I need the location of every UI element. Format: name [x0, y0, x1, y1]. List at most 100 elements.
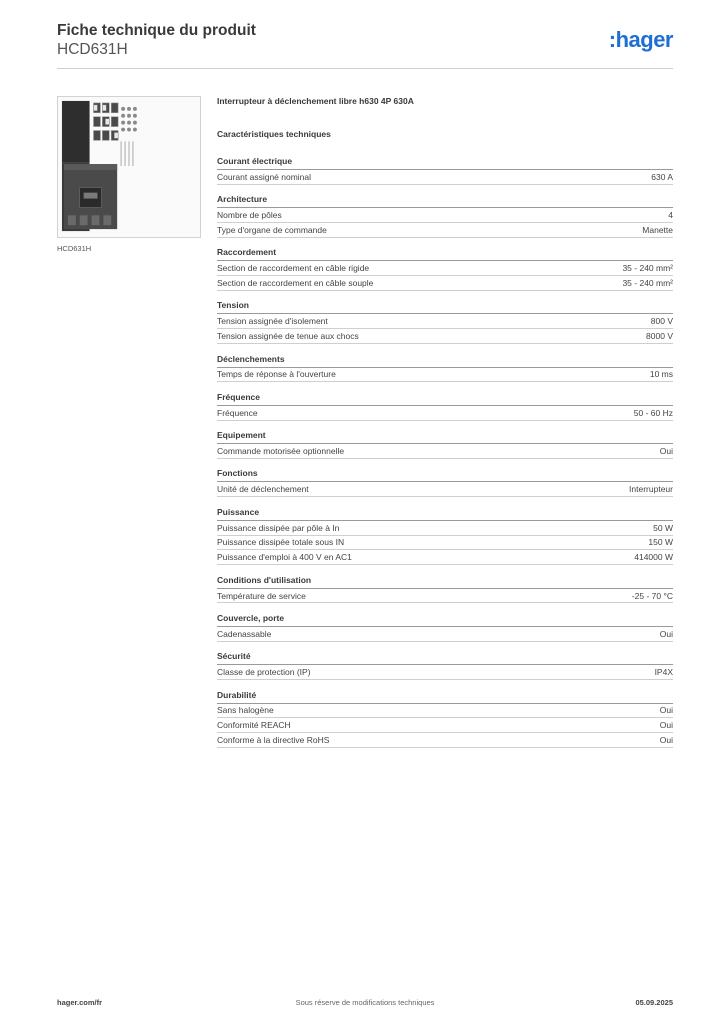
section-title: Conditions d'utilisation [217, 575, 673, 589]
spec-row: Commande motorisée optionnelle Oui [217, 444, 673, 459]
spec-value: Manette [642, 224, 673, 235]
spec-value: 50 W [653, 522, 673, 533]
section-title: Couvercle, porte [217, 613, 673, 627]
spec-label: Puissance d'emploi à 400 V en AC1 [217, 552, 352, 563]
spec-label: Conformité REACH [217, 720, 291, 731]
spec-row: Section de raccordement en câble rigide 3… [217, 261, 673, 277]
spec-label: Nombre de pôles [217, 210, 282, 221]
document-title: Fiche technique du produit [57, 22, 256, 39]
section-title: Sécurité [217, 651, 673, 666]
spec-row: Courant assigné nominal 630 A [217, 170, 673, 185]
section-title: Durabilité [217, 690, 673, 704]
spec-label: Sans halogène [217, 705, 274, 716]
image-caption: HCD631H [57, 244, 92, 253]
spec-label: Tension assignée d'isolement [217, 316, 328, 327]
spec-row: Conforme à la directive RoHS Oui [217, 733, 673, 748]
spec-value: -25 - 70 °C [631, 590, 673, 601]
section-title: Fonctions [217, 468, 673, 483]
spec-row: Température de service -25 - 70 °C [217, 589, 673, 604]
spec-row: Section de raccordement en câble souple 3… [217, 276, 673, 291]
spec-label: Fréquence [217, 407, 258, 418]
spec-label: Section de raccordement en câble souple [217, 278, 374, 289]
spec-value: Interrupteur [629, 484, 673, 495]
spec-row: Conformité REACH Oui [217, 718, 673, 734]
spec-value: Oui [659, 628, 673, 639]
page-footer: hager.com/fr Sous réserve de modificatio… [57, 998, 673, 1010]
spec-label: Tension assignée de tenue aux chocs [217, 331, 359, 342]
spec-value: 150 W [648, 537, 673, 548]
spec-row: Type d'organe de commande Manette [217, 223, 673, 238]
specifications-heading: Caractéristiques techniques [217, 129, 331, 139]
spec-value: Oui [659, 735, 673, 746]
spec-row: Classe de protection (IP) IP4X [217, 665, 673, 681]
spec-row: Temps de réponse à l'ouverture 10 ms [217, 368, 673, 383]
spec-label: Commande motorisée optionnelle [217, 446, 345, 457]
section-title: Fréquence [217, 392, 673, 406]
section-title: Puissance [217, 507, 673, 521]
specifications-panel: Interrupteur à déclenchement libre h630 … [217, 96, 673, 757]
spec-value: Oui [659, 720, 673, 731]
product-reference: HCD631H [57, 41, 128, 58]
spec-row: Tension assignée de tenue aux chocs 8000 … [217, 329, 673, 345]
spec-label: Type d'organe de commande [217, 224, 327, 235]
header-divider [57, 68, 673, 69]
spec-label: Section de raccordement en câble rigide [217, 263, 370, 274]
section-title: Tension [217, 300, 673, 315]
spec-row: Nombre de pôles 4 [217, 208, 673, 224]
spec-row: Fréquence 50 - 60 Hz [217, 406, 673, 421]
section-title: Equipement [217, 430, 673, 445]
website-link[interactable]: hager.com/fr [57, 998, 103, 1007]
product-description: Interrupteur à déclenchement libre h630 … [217, 96, 414, 106]
document-date: 05.09.2025 [635, 998, 673, 1007]
spec-label: Température de service [217, 590, 306, 601]
section-title: Courant électrique [217, 156, 673, 170]
spec-row: Cadenassable Oui [217, 627, 673, 642]
spec-label: Courant assigné nominal [217, 171, 312, 182]
spec-value: Oui [659, 705, 673, 716]
product-image [57, 96, 201, 238]
spec-label: Conforme à la directive RoHS [217, 735, 330, 746]
section-title: Architecture [217, 194, 673, 209]
section-title: Déclenchements [217, 354, 673, 368]
spec-value: 414000 W [634, 552, 673, 563]
breaker-illustration [61, 100, 137, 232]
spec-value: 10 ms [649, 369, 673, 380]
spec-row: Unité de déclenchement Interrupteur [217, 482, 673, 498]
spec-label: Classe de protection (IP) [217, 667, 311, 678]
spec-row: Puissance dissipée totale sous IN 150 W [217, 536, 673, 551]
spec-value: 35 - 240 mm² [622, 278, 673, 289]
spec-label: Temps de réponse à l'ouverture [217, 369, 336, 380]
disclaimer: Sous réserve de modifications techniques [295, 998, 435, 1007]
spec-value: IP4X [654, 667, 673, 678]
spec-row: Sans halogène Oui [217, 704, 673, 719]
spec-value: Oui [659, 446, 673, 457]
spec-value: 50 - 60 Hz [633, 407, 673, 418]
spec-value: 8000 V [646, 331, 673, 342]
spec-value: 630 A [651, 171, 673, 182]
spec-label: Unité de déclenchement [217, 484, 309, 495]
hager-logo: :hager [608, 27, 674, 52]
spec-value: 35 - 240 mm² [622, 263, 673, 274]
spec-row: Puissance d'emploi à 400 V en AC1 414000 … [217, 550, 673, 566]
spec-value: 4 [668, 210, 673, 221]
spec-label: Cadenassable [217, 628, 272, 639]
section-title: Raccordement [217, 247, 673, 262]
spec-label: Puissance dissipée totale sous IN [217, 537, 345, 548]
page-header: Fiche technique du produit HCD631H :hage… [57, 22, 674, 68]
